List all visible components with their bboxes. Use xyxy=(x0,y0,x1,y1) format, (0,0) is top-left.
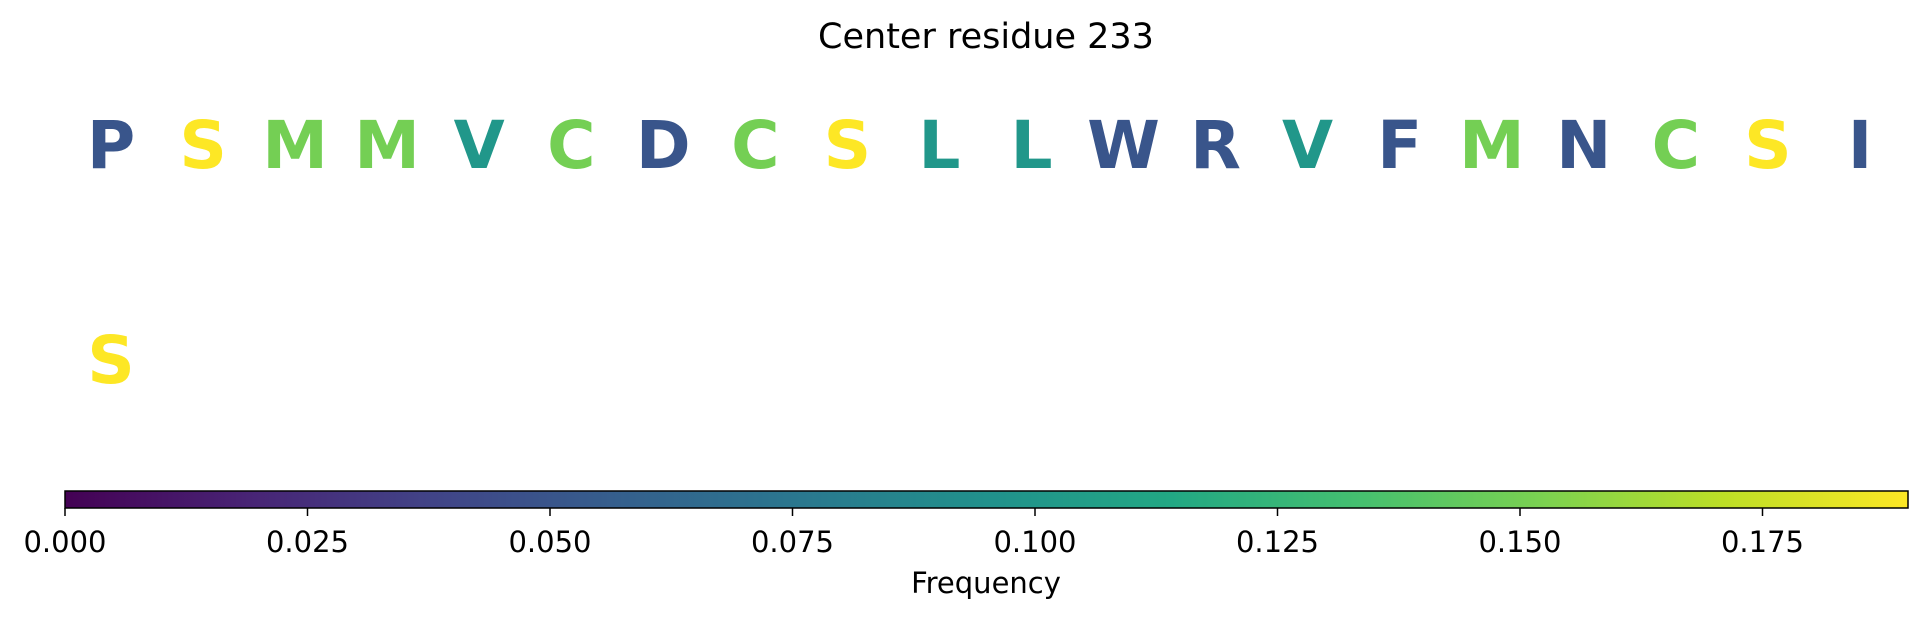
residue-letter: M xyxy=(1459,107,1525,184)
residue-letter: I xyxy=(1848,107,1873,184)
colorbar-tick-label: 0.075 xyxy=(751,525,834,559)
residue-letter: L xyxy=(1010,107,1052,184)
residue-letter: V xyxy=(454,107,505,184)
colorbar-tick-label: 0.175 xyxy=(1721,525,1804,559)
colorbar-label: Frequency xyxy=(911,566,1061,600)
residue-letter: C xyxy=(731,107,779,184)
residue-letter: P xyxy=(87,107,135,184)
colorbar-tick-label: 0.000 xyxy=(23,525,106,559)
residue-letter: N xyxy=(1556,107,1611,184)
colorbar-tick-label: 0.100 xyxy=(993,525,1076,559)
colorbar-tick-label: 0.125 xyxy=(1236,525,1319,559)
residue-letter: M xyxy=(354,107,420,184)
residue-letter: V xyxy=(1282,107,1333,184)
residue-letter: S xyxy=(179,107,227,184)
residue-letter: M xyxy=(262,107,328,184)
residue-letter: S xyxy=(87,322,135,399)
colorbar: 0.000 0.025 0.050 0.075 0.100 0.125 0.150 0.175… xyxy=(23,490,1909,600)
colorbar-tick-label: 0.025 xyxy=(266,525,349,559)
residue-letter: L xyxy=(918,107,960,184)
colorbar-tick-label: 0.050 xyxy=(508,525,591,559)
residue-letter: F xyxy=(1377,107,1422,184)
colorbar-gradient xyxy=(65,491,1908,508)
residue-letter: W xyxy=(1087,107,1160,184)
colorbar-tick-label: 0.150 xyxy=(1478,525,1561,559)
residue-letter: C xyxy=(1652,107,1700,184)
colorbar-ticks: 0.000 0.025 0.050 0.075 0.100 0.125 0.150 0.175 xyxy=(23,508,1804,559)
residue-letter: S xyxy=(824,107,872,184)
residue-letter: D xyxy=(636,107,691,184)
colorbar-outline xyxy=(64,490,1909,509)
residue-letter: C xyxy=(547,107,595,184)
residue-letter: S xyxy=(1744,107,1792,184)
residue-letter: R xyxy=(1190,107,1241,184)
chart-title: Center residue 233 xyxy=(818,17,1154,57)
